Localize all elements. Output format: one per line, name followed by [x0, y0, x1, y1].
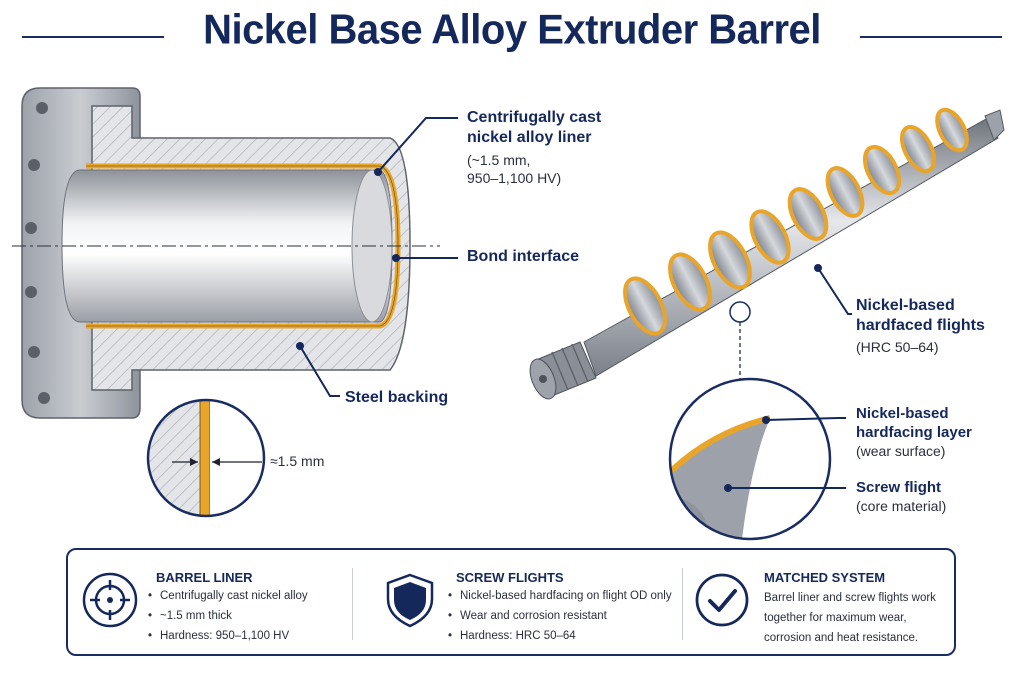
list-item: Wear and corrosion resistant	[448, 606, 672, 626]
detail-marker	[729, 301, 751, 323]
section-barrel-liner: BARREL LINER Centrifugally cast nickel a…	[68, 550, 352, 654]
callout-flights-title-2: hardfaced flights	[856, 317, 985, 334]
panel-divider-1	[352, 568, 353, 640]
screw-flights-list: Nickel-based hardfacing on flight OD onl…	[446, 586, 672, 646]
section-screw-flights: SCREW FLIGHTS Nickel-based hardfacing on…	[368, 550, 678, 654]
callout-layer-title-1: Nickel-based	[856, 405, 949, 422]
callout-bond-title: Bond interface	[467, 248, 580, 265]
summary-panel: BARREL LINER Centrifugally cast nickel a…	[66, 548, 956, 656]
callout-thickness-label: ≈1.5 mm	[270, 453, 325, 469]
callout-screw-flight-title: Screw flight	[856, 479, 942, 496]
callout-flights-title-1: Nickel-based	[856, 297, 955, 314]
callout-liner-title-1: Centrifugally cast	[467, 109, 602, 126]
target-icon	[82, 572, 138, 628]
callout-liner-note-2: 950–1,100 HV)	[467, 169, 562, 186]
hardfacing-detail	[668, 377, 832, 541]
callout-layer-title-2: hardfacing layer	[856, 423, 972, 441]
screw-flights	[623, 107, 969, 336]
screw-flights-heading: SCREW FLIGHTS	[456, 570, 564, 585]
callout-screw-flight: Screw flight (core material)	[856, 479, 946, 515]
barrel-liner-heading: BARREL LINER	[156, 570, 253, 585]
bond-leader-dot	[392, 254, 400, 262]
callout-screw-flight-note: (core material)	[856, 497, 947, 514]
list-item: ~1.5 mm thick	[148, 606, 308, 626]
callout-liner-title-2: nickel alloy liner	[467, 129, 592, 146]
flights-leader-dot	[814, 264, 822, 272]
layer-leader-dot	[762, 416, 770, 424]
extruder-screw	[529, 107, 1005, 400]
flight-core-leader-dot	[724, 484, 732, 492]
shield-icon	[386, 573, 434, 628]
list-item: Hardness: HRC 50–64	[448, 626, 672, 646]
callout-liner: Centrifugally cast nickel alloy liner (~…	[467, 108, 601, 187]
section-matched-system: MATCHED SYSTEM Barrel liner and screw fl…	[68, 550, 954, 654]
flights-leader	[817, 267, 852, 315]
screw-spline-end	[529, 341, 597, 400]
title-rule-left	[22, 36, 164, 38]
panel-divider-2	[682, 568, 683, 640]
callout-flights-note: (HRC 50–64)	[856, 339, 939, 355]
list-item: Nickel-based hardfacing on flight OD onl…	[448, 586, 672, 606]
title-rule-right	[860, 36, 1002, 38]
title-bar: Nickel Base Alloy Extruder Barrel	[0, 6, 1024, 62]
callout-backing-title: Steel backing	[345, 389, 449, 406]
callout-layer-note: (wear surface)	[856, 442, 946, 459]
page-title: Nickel Base Alloy Extruder Barrel	[203, 6, 821, 54]
liner-leader-dot	[374, 168, 382, 176]
steel-backing-section	[61, 105, 411, 391]
barrel-liner-list: Centrifugally cast nickel alloy ~1.5 mm …	[146, 586, 308, 646]
callout-flights: Nickel-based hardfaced flights (HRC 50–6…	[856, 296, 985, 357]
check-circle-icon	[695, 573, 749, 627]
matched-system-heading: MATCHED SYSTEM	[764, 570, 886, 585]
callout-layer: Nickel-based hardfacing layer (wear surf…	[856, 405, 972, 460]
backing-leader-dot	[296, 342, 304, 350]
list-item: Centrifugally cast nickel alloy	[148, 586, 308, 606]
list-item: Hardness: 950–1,100 HV	[148, 626, 308, 646]
layer-leader	[765, 417, 846, 421]
callout-bond: Bond interface	[467, 247, 579, 267]
callout-thickness: ≈1.5 mm	[270, 453, 324, 471]
callout-liner-note-1: (~1.5 mm,	[467, 152, 531, 168]
liner-thickness-detail	[146, 398, 266, 518]
barrel-leaders	[299, 117, 458, 397]
callout-backing: Steel backing	[345, 388, 448, 408]
nickel-alloy-liner	[86, 163, 401, 329]
matched-system-text: Barrel liner and screw flights work toge…	[764, 592, 936, 644]
